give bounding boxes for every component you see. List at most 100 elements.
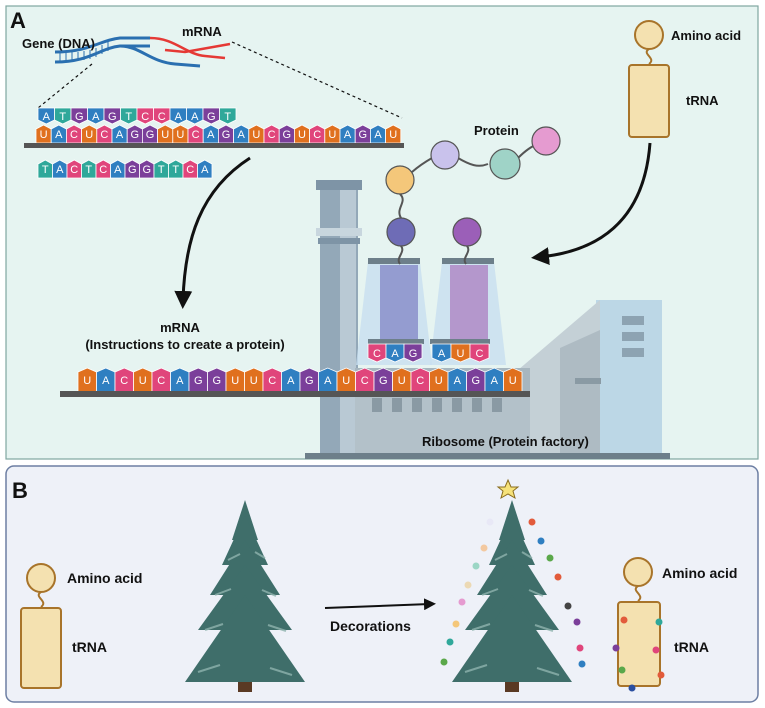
amino-acid-label-b-right: Amino acid bbox=[662, 565, 737, 581]
nucleotide-letter: T bbox=[158, 164, 165, 176]
mrna-top-label: mRNA bbox=[182, 24, 222, 39]
amino-acid-ball bbox=[623, 557, 653, 587]
nucleotide-tile bbox=[110, 159, 126, 179]
nucleotide-letter: C bbox=[361, 375, 369, 387]
amino-acid-teal bbox=[489, 148, 521, 180]
nucleotide-letter: C bbox=[99, 164, 107, 176]
nucleotide-letter: C bbox=[158, 111, 166, 123]
decorated-tree bbox=[440, 478, 586, 692]
anticodon-backbone-2 bbox=[430, 339, 490, 344]
nucleotide-letter: G bbox=[471, 375, 480, 387]
nucleotide-letter: G bbox=[283, 129, 292, 141]
factory-trna-2 bbox=[450, 217, 488, 340]
nucleotide-letter: U bbox=[342, 375, 350, 387]
nucleotide-tile bbox=[186, 107, 204, 125]
nucleotide-letter: A bbox=[201, 164, 209, 176]
nucleotide-letter: C bbox=[141, 111, 149, 123]
nucleotide-letter: C bbox=[100, 129, 108, 141]
nucleotide-letter: A bbox=[207, 129, 215, 141]
nucleotide-letter: G bbox=[409, 348, 418, 360]
factory-label: Ribosome (Protein factory) bbox=[422, 434, 589, 449]
gene-dna-label: Gene (DNA) bbox=[22, 36, 95, 51]
nucleotide-letter: C bbox=[70, 129, 78, 141]
nucleotide-letter: G bbox=[359, 129, 368, 141]
nucleotide-letter: U bbox=[298, 129, 306, 141]
amino-acid-yellow bbox=[385, 165, 415, 195]
decorations-arrow bbox=[324, 598, 436, 611]
nucleotide-letter: A bbox=[454, 375, 462, 387]
nucleotide-letter: U bbox=[161, 129, 169, 141]
nucleotide-letter: C bbox=[373, 348, 381, 360]
nucleotide-letter: C bbox=[476, 348, 484, 360]
nucleotide-tile bbox=[450, 343, 471, 363]
curved-arrow-to-mrna bbox=[174, 156, 251, 309]
nucleotide-letter: A bbox=[55, 129, 63, 141]
amino-acid-lavender bbox=[430, 140, 460, 170]
nucleotide-letter: T bbox=[125, 111, 132, 123]
nucleotide-letter: A bbox=[191, 111, 199, 123]
nucleotide-letter: A bbox=[491, 375, 499, 387]
nucleotide-tile bbox=[169, 107, 187, 125]
nucleotide-letter: U bbox=[139, 375, 147, 387]
amino-acid-label-b-left: Amino acid bbox=[67, 570, 142, 586]
trna-left bbox=[20, 563, 62, 689]
nucleotide-letter: C bbox=[186, 164, 194, 176]
nucleotide-letter: C bbox=[120, 375, 128, 387]
nucleotide-letter: A bbox=[116, 129, 124, 141]
mrna-long-backbone bbox=[60, 391, 530, 397]
nucleotide-tile bbox=[197, 159, 213, 179]
nucleotide-letter: A bbox=[287, 375, 295, 387]
nucleotide-tile bbox=[153, 159, 169, 179]
nucleotide-letter: A bbox=[238, 129, 246, 141]
anticodon-backbone-1 bbox=[368, 339, 424, 344]
mrna-strip-backbone bbox=[24, 143, 404, 148]
zoom-line-right bbox=[231, 41, 403, 119]
trna-body bbox=[20, 607, 62, 689]
nucleotide-letter: U bbox=[328, 129, 336, 141]
nucleotide-tile bbox=[219, 107, 237, 125]
nucleotide-letter: A bbox=[391, 348, 399, 360]
nucleotide-tile bbox=[81, 159, 97, 179]
panel-b-background bbox=[5, 465, 759, 703]
nucleotide-letter: T bbox=[59, 111, 66, 123]
nucleotide-letter: U bbox=[83, 375, 91, 387]
nucleotide-tile bbox=[54, 107, 72, 125]
nucleotide-letter: G bbox=[222, 129, 231, 141]
nucleotide-tile bbox=[136, 107, 154, 125]
nucleotide-letter: U bbox=[252, 129, 260, 141]
nucleotide-tile bbox=[103, 107, 121, 125]
nucleotide-letter: T bbox=[224, 111, 231, 123]
trna-label-a: tRNA bbox=[686, 93, 719, 108]
nucleotide-letter: A bbox=[92, 111, 100, 123]
nucleotide-letter: G bbox=[142, 164, 151, 176]
nucleotide-letter: A bbox=[344, 129, 352, 141]
nucleotide-tile bbox=[153, 107, 171, 125]
tree-ornaments bbox=[440, 518, 586, 668]
trna-label-b-right: tRNA bbox=[674, 639, 709, 655]
nucleotide-letter: G bbox=[108, 111, 117, 123]
nucleotide-letter: A bbox=[176, 375, 184, 387]
nucleotide-letter: G bbox=[207, 111, 216, 123]
nucleotide-tile bbox=[120, 107, 138, 125]
nucleotide-letter: T bbox=[172, 164, 179, 176]
nucleotide-letter: C bbox=[192, 129, 200, 141]
nucleotide-tile bbox=[431, 343, 452, 363]
nucleotide-letter: U bbox=[250, 375, 258, 387]
nucleotide-letter: U bbox=[435, 375, 443, 387]
nucleotide-letter: A bbox=[43, 111, 51, 123]
nucleotide-letter: A bbox=[102, 375, 110, 387]
nucleotide-letter: U bbox=[176, 129, 184, 141]
amino-acid-ball bbox=[26, 563, 56, 593]
mrna-desc-line1: mRNA bbox=[160, 320, 200, 335]
trna-top-right bbox=[628, 20, 670, 138]
nucleotide-letter: G bbox=[212, 375, 221, 387]
trna-body bbox=[617, 601, 661, 687]
nucleotide-letter: A bbox=[438, 348, 446, 360]
nucleotide-tile bbox=[87, 107, 105, 125]
amino-acid-label-a: Amino acid bbox=[671, 28, 741, 43]
nucleotide-letter: C bbox=[268, 375, 276, 387]
dna-helix bbox=[54, 36, 231, 68]
